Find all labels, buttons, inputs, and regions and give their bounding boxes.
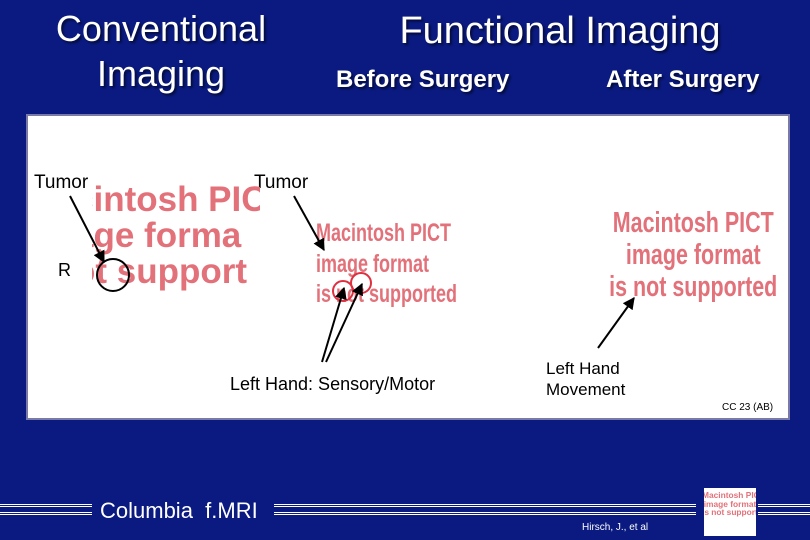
conventional-imaging-title: Conventional Imaging — [36, 6, 286, 96]
placeholder1-line2: age forma — [92, 216, 242, 256]
placeholder3-line2: image format — [625, 238, 761, 271]
before-surgery-label: Before Surgery — [336, 66, 510, 93]
tumor-label-functional: Tumor — [254, 172, 309, 193]
caption-left-hand-movement: Left Hand Movement — [546, 358, 625, 400]
logo-line3: is not supporte — [704, 507, 756, 518]
placeholder2-line1: Macintosh PICT — [316, 219, 452, 247]
footer-rule-left — [0, 504, 92, 515]
image-panel: Tumor Tumor R cintosh PIC age forma ot s… — [26, 114, 790, 420]
right-hemisphere-label: R — [58, 260, 71, 280]
activation-circle-2 — [350, 272, 372, 294]
placeholder3-line1: Macintosh PICT — [612, 207, 774, 239]
pict-placeholder-after-surgery: Macintosh PICT image format is not suppo… — [600, 207, 786, 304]
footer-rule-right — [274, 504, 696, 515]
columbia-fmri-brand: Columbia f.MRI — [100, 498, 258, 523]
credit-label: Hirsch, J., et al — [580, 522, 651, 533]
footer-rule-far-right — [758, 504, 810, 515]
caption-movement-line2: Movement — [546, 380, 626, 399]
tumor-circle-conventional — [96, 258, 130, 292]
conventional-title-line2: Imaging — [96, 53, 226, 94]
pict-placeholder-conventional: cintosh PIC age forma ot support — [92, 178, 260, 318]
conventional-title-line1: Conventional — [55, 8, 267, 49]
logo-placeholder: Macintosh PICT image format is not suppo… — [704, 488, 756, 536]
caption-sensory-motor: Left Hand: Sensory/Motor — [230, 374, 436, 394]
placeholder2-line2: image format — [316, 249, 430, 278]
logo-line2: image format — [704, 498, 756, 509]
logo-line1: Macintosh PICT — [704, 490, 756, 500]
functional-imaging-title: Functional Imaging — [399, 10, 721, 52]
caption-movement-line1: Left Hand — [546, 359, 620, 378]
case-id-label: CC 23 (AB) — [722, 402, 774, 413]
tumor-label-conventional: Tumor — [34, 172, 89, 193]
placeholder1-line1: cintosh PIC — [92, 180, 260, 219]
placeholder3-line3: is not supported — [609, 270, 778, 303]
after-surgery-label: After Surgery — [606, 66, 760, 93]
pict-placeholder-before-surgery: Macintosh PICT image format is not suppo… — [316, 218, 457, 310]
